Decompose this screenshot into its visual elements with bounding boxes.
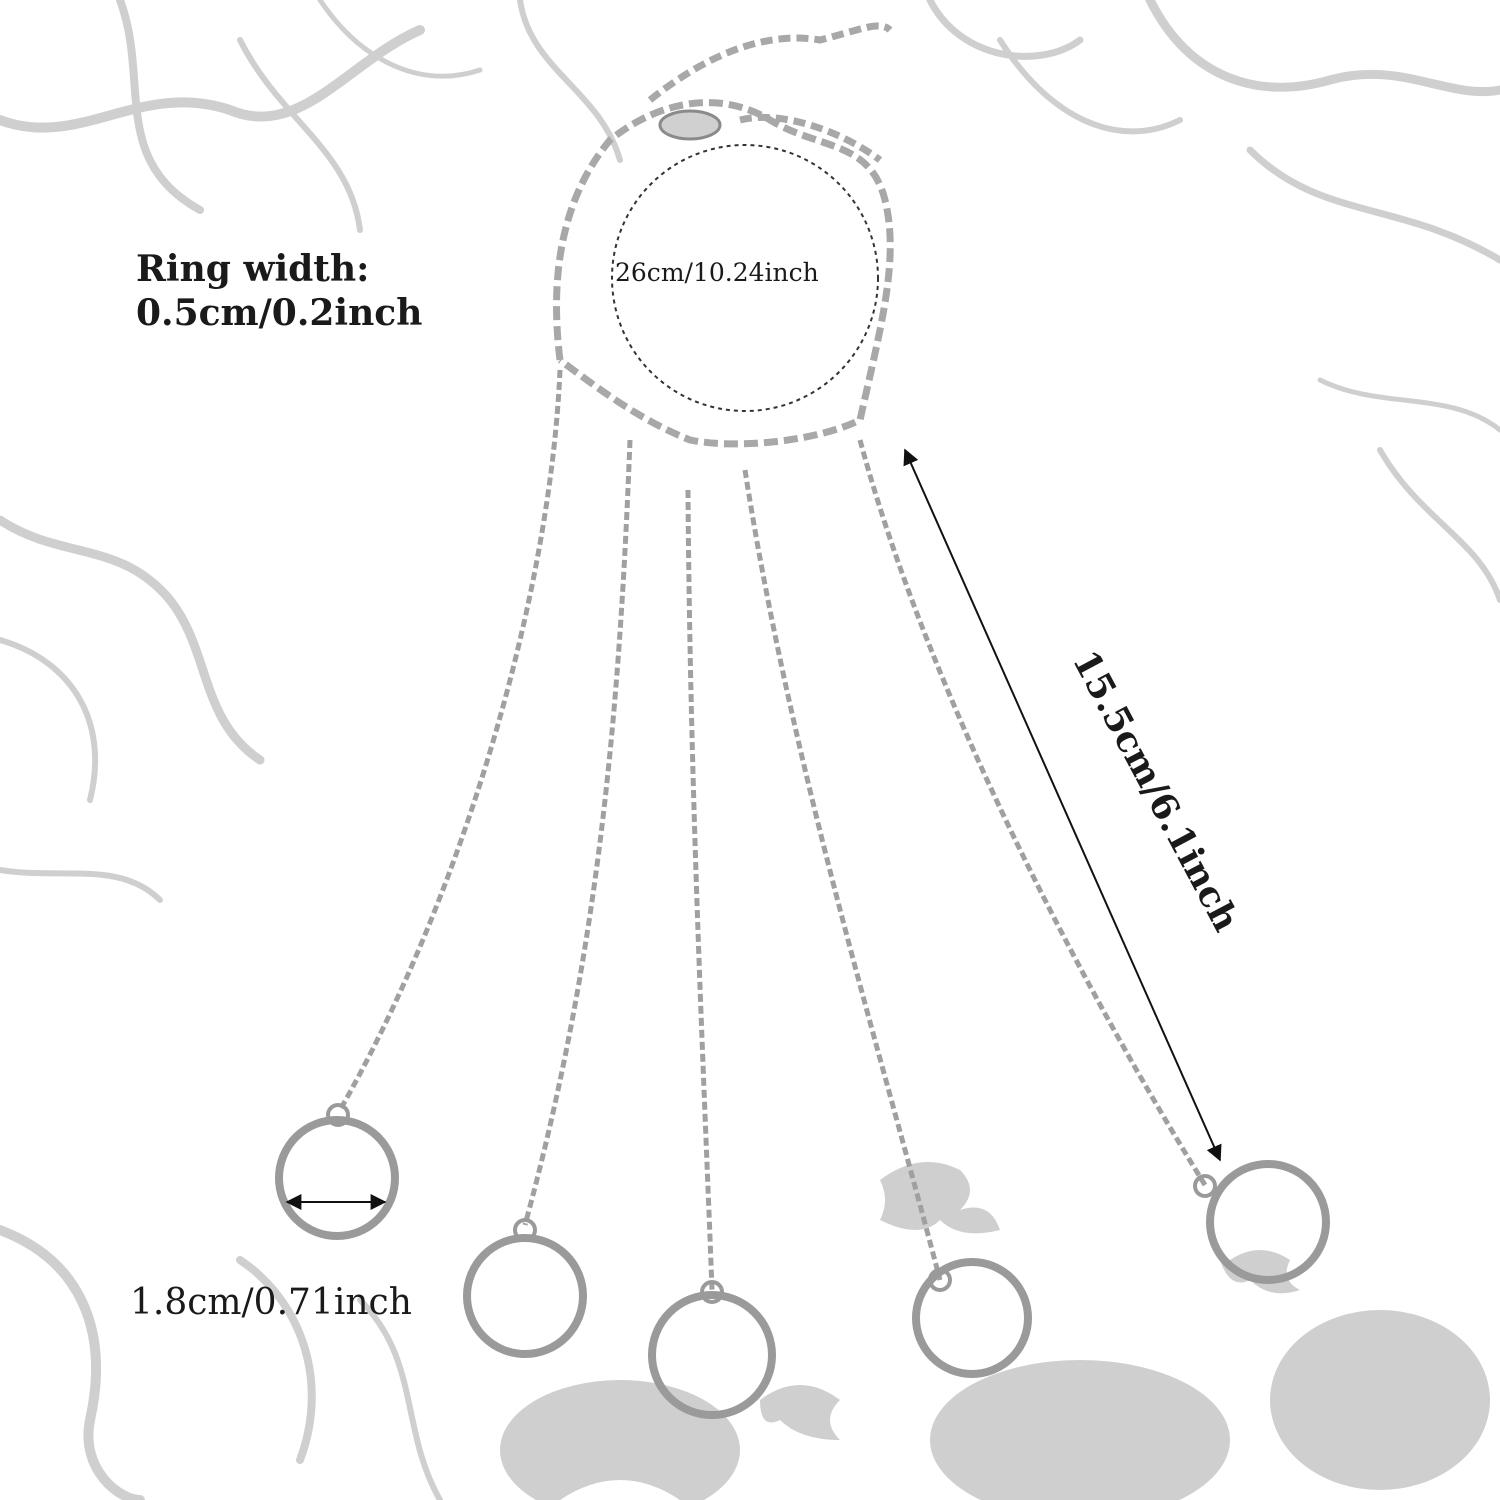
finger-chain-4 <box>742 469 943 1281</box>
finger-chains <box>337 369 1208 1291</box>
finger-ring-4 <box>912 1258 1032 1378</box>
finger-chain-2 <box>522 439 633 1226</box>
ring-diameter-label: 1.8cm/0.71inch <box>130 1282 412 1323</box>
background-pumpkins-decoration <box>500 1310 1490 1500</box>
chain-length-arrow <box>903 448 1222 1162</box>
bracelet-chain <box>553 22 894 448</box>
bracelet-circumference-label: 26cm/10.24inch <box>615 258 819 287</box>
bracelet-circumference-guide <box>611 144 879 412</box>
finger-rings <box>275 1116 1330 1419</box>
finger-chain-3 <box>685 489 715 1291</box>
finger-ring-3 <box>648 1291 776 1419</box>
finger-ring-2 <box>463 1234 587 1358</box>
ring-width-value: 0.5cm/0.2inch <box>136 292 423 334</box>
finger-chain-1 <box>337 369 563 1112</box>
ring-width-label: Ring width: <box>136 248 370 290</box>
finger-ring-1 <box>275 1116 399 1240</box>
finger-ring-5 <box>1206 1160 1330 1284</box>
ring-connector-loops <box>326 1103 1217 1304</box>
lobster-clasp <box>658 109 722 141</box>
